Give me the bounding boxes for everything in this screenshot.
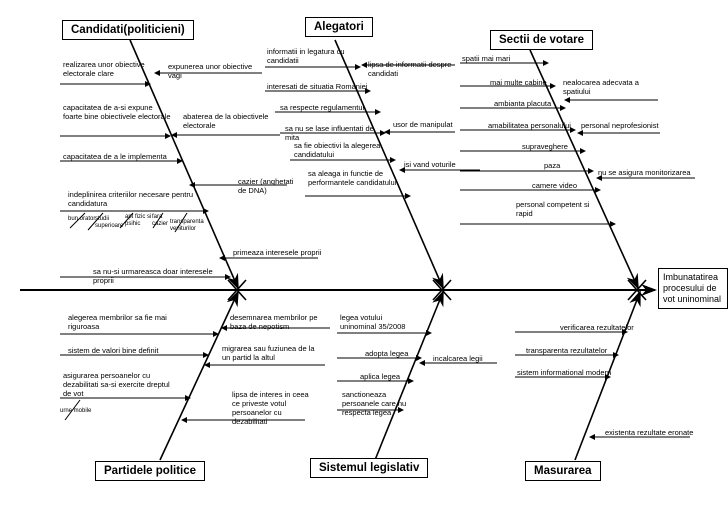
cause-label: sa aleaga in functie de performantele ca… <box>308 169 397 187</box>
cause-label: nealocarea adecvata a spatiului <box>563 78 639 96</box>
category-alegatori: Alegatori <box>305 17 373 37</box>
cause-label: legea votului uninominal 35/2008 <box>340 313 406 331</box>
cause-label: verificarea rezultatelor <box>560 323 634 332</box>
cause-label: sa nu-si urmareasca doar interesele prop… <box>93 267 213 285</box>
cause-label: sanctioneaza persoanele care nu respecta… <box>342 390 407 417</box>
sub-cause-label: bun orator <box>68 216 96 222</box>
cause-label: personal competent si rapid <box>516 200 590 218</box>
effect-box: Imbunatatirea procesului de vot uninomin… <box>658 268 728 309</box>
cause-label: transparenta rezultatelor <box>526 346 608 355</box>
bone-alegatori <box>334 39 444 290</box>
cause-label: primeaza interesele proprii <box>233 248 322 257</box>
cause-label: mai multe cabine <box>490 78 547 87</box>
sub-cause-label: studii superioare <box>95 216 124 229</box>
cause-label: incalcarea legii <box>433 354 483 363</box>
cause-label: supraveghere <box>522 142 568 151</box>
cause-label: aplica legea <box>360 372 401 381</box>
sub-cause-label: apt fizic si psihic <box>125 214 152 227</box>
cause-label: lipsa de interes in ceea ce priveste vot… <box>232 390 309 426</box>
cause-label: expunerea unor obiective vagi <box>168 62 253 80</box>
sub-cause-label: urne mobile <box>60 408 92 414</box>
cause-label: adopta legea <box>365 349 409 358</box>
cause-label: informatii in legatura cu candidatii <box>267 47 345 65</box>
category-masurarea: Masurarea <box>525 461 601 481</box>
cause-label: realizarea unor obiective electorale cla… <box>63 60 145 78</box>
cause-label: sistem de valori bine definit <box>68 346 159 355</box>
cause-label: nu se asigura monitorizarea <box>598 168 691 177</box>
cause-label: personal neprofesionist <box>581 121 659 130</box>
bone-sectii <box>529 49 639 290</box>
cause-label: interesati de situatia Romaniei <box>267 82 368 91</box>
sub-cause-label: fara cazier <box>152 214 169 227</box>
cause-label: paza <box>544 161 561 170</box>
cause-label: spatii mai mari <box>462 54 511 63</box>
bone-partide <box>159 290 239 461</box>
cause-label: camere video <box>532 181 578 190</box>
cause-label: ambianta placuta <box>494 99 552 108</box>
cause-label: desemnarea membrilor pe baza de nepotism <box>230 313 318 331</box>
category-legislativ: Sistemul legislativ <box>310 458 429 478</box>
cause-label: existenta rezultate eronate <box>605 428 694 437</box>
cause-label: capacitatea de a-si expune foarte bine o… <box>63 103 171 121</box>
cause-label: sa nu se lase influentati de mita <box>285 124 374 142</box>
sub-cause-label: transparenta veniturilor <box>170 219 204 232</box>
cause-label: migrarea sau fuziunea de la un partid la… <box>222 344 315 362</box>
cause-label: usor de manipulat <box>393 120 453 129</box>
cause-label: asigurarea persoanelor cu dezabilitati s… <box>63 371 170 398</box>
category-partide: Partidele politice <box>95 461 206 481</box>
cause-label: isi vand voturile <box>404 160 456 169</box>
category-sectii: Sectii de votare <box>490 30 594 50</box>
cause-label: lipsa de informatii despre candidati <box>368 60 452 78</box>
cause-label: amabilitatea personalului <box>488 121 571 130</box>
cause-label: indeplinirea criteriilor necesare pentru… <box>68 190 194 208</box>
cause-label: sa fie obiectivi la alegerea candidatulu… <box>294 141 381 159</box>
cause-label: sa respecte regulamentul <box>280 103 365 112</box>
cause-label: capacitatea de a le implementa <box>63 152 167 161</box>
cause-label: alegerea membrilor sa fie mai riguroasa <box>68 313 167 331</box>
cause-label: cazier (anghetati de DNA) <box>238 177 294 195</box>
bone-legislativ <box>374 290 444 461</box>
cause-label: sistem informational modern <box>517 368 612 377</box>
category-candidati: Candidati(politicieni) <box>62 20 194 40</box>
cause-label: abaterea de la obiectivele electorale <box>183 112 269 130</box>
